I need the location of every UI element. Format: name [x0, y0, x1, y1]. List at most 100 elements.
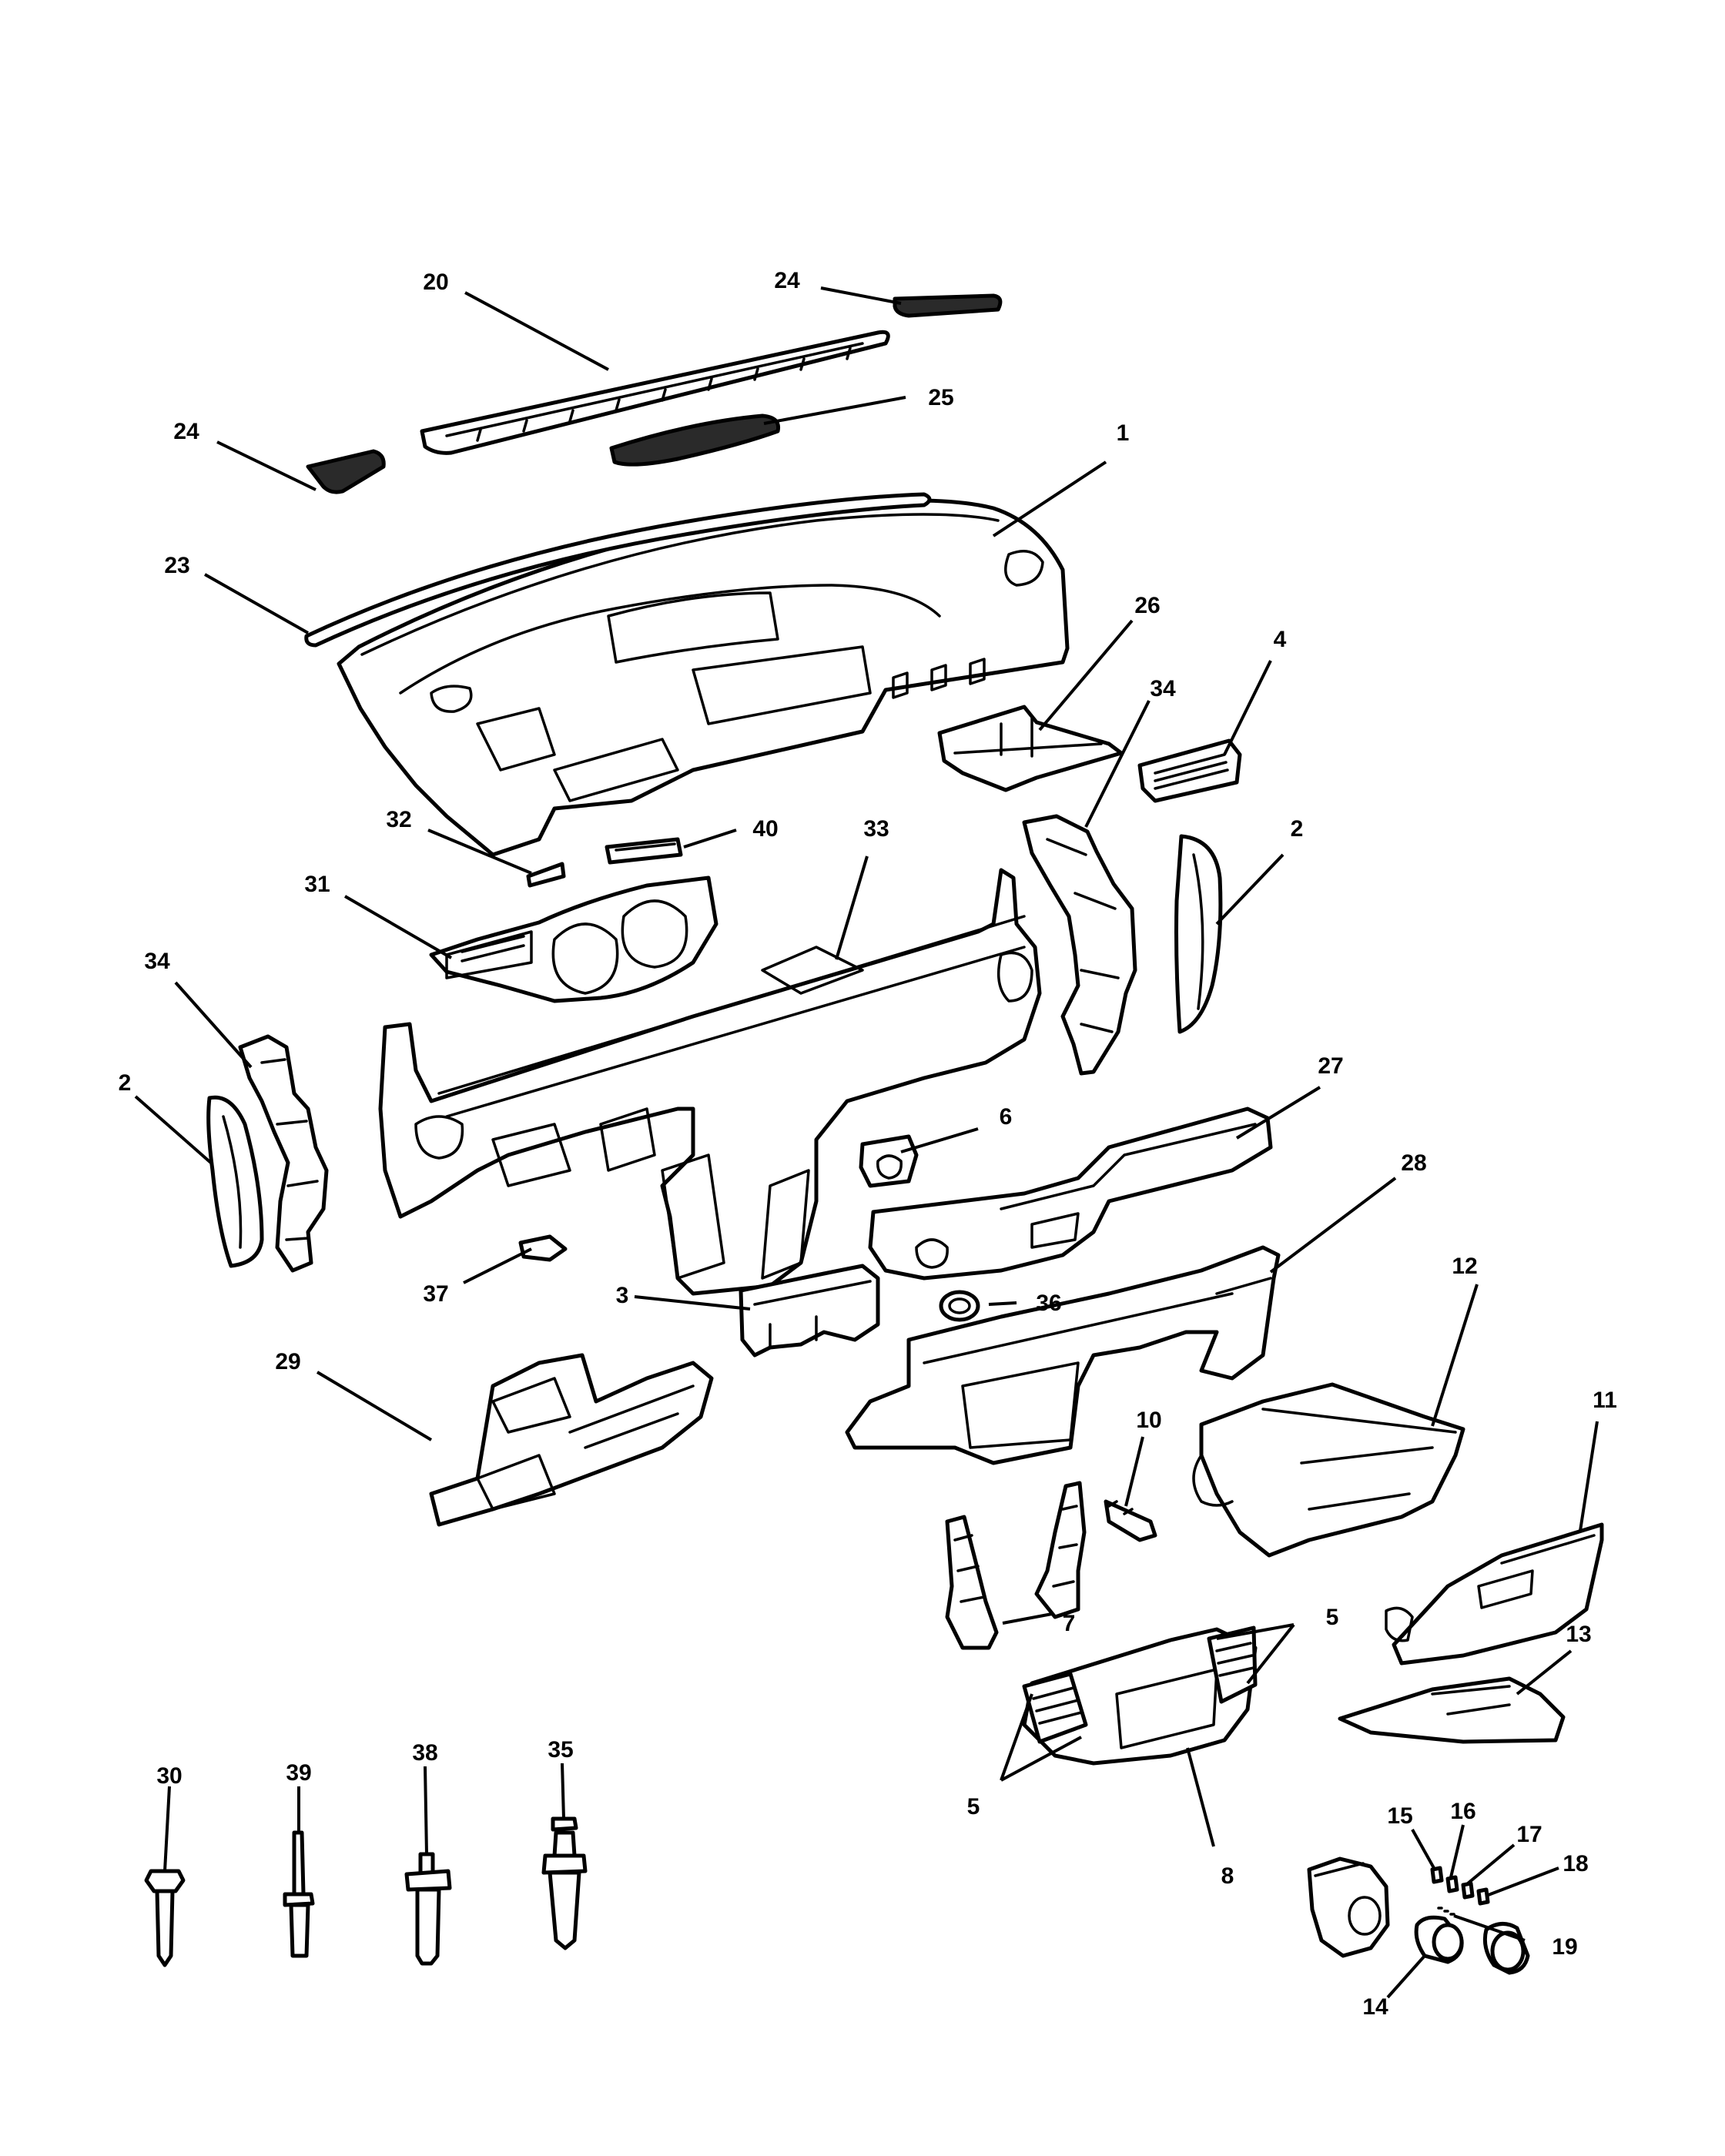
callout-13: 13	[1516, 1622, 1592, 1696]
part-side-cover-left	[206, 1095, 264, 1268]
callout-15: 15	[1387, 1803, 1435, 1869]
part-bracket-3	[739, 1264, 880, 1358]
svg-text:11: 11	[1593, 1388, 1617, 1413]
svg-text:38: 38	[412, 1740, 437, 1766]
svg-text:8: 8	[1221, 1863, 1234, 1889]
part-contact-16	[1445, 1875, 1459, 1893]
part-defroster-grille	[420, 330, 890, 455]
callout-28: 28	[1269, 1150, 1427, 1274]
part-outlet-cap	[1482, 1922, 1530, 1975]
part-harness-10	[1104, 1499, 1157, 1542]
svg-text:10: 10	[1136, 1408, 1161, 1433]
part-fastener-clip-35	[541, 1816, 588, 1950]
callout-3: 3	[616, 1283, 751, 1311]
part-fastener-pushpin-38	[404, 1852, 452, 1966]
callout-34-left: 34	[144, 949, 253, 1069]
callout-32: 32	[386, 807, 532, 875]
part-fastener-stud-39	[283, 1830, 315, 1958]
part-side-bracket-left	[238, 1034, 329, 1273]
callout-layer: 20 24 24 25 1 23 26 4	[119, 268, 1617, 2020]
svg-text:20: 20	[423, 270, 448, 295]
part-switch-housing	[1307, 1856, 1390, 1958]
svg-text:5: 5	[967, 1794, 980, 1820]
svg-text:36: 36	[1036, 1291, 1061, 1316]
part-fastener-bolt-30	[144, 1869, 186, 1967]
callout-2-left: 2	[119, 1070, 214, 1166]
svg-text:37: 37	[423, 1281, 448, 1307]
svg-text:12: 12	[1452, 1254, 1477, 1279]
part-cluster-bezel	[429, 875, 718, 1003]
svg-text:17: 17	[1516, 1822, 1542, 1847]
callout-14: 14	[1362, 1954, 1426, 2020]
callout-25: 25	[763, 385, 954, 425]
svg-text:34: 34	[1150, 676, 1176, 701]
part-cross-car-beam	[378, 868, 1042, 1296]
svg-text:31: 31	[304, 872, 330, 897]
svg-text:30: 30	[156, 1763, 182, 1789]
part-center-speaker-grille	[609, 413, 781, 467]
svg-text:1: 1	[1117, 420, 1130, 446]
callout-31: 31	[304, 872, 453, 959]
callout-24-top: 24	[774, 268, 902, 305]
part-bracket-7-right	[1034, 1481, 1087, 1619]
svg-text:14: 14	[1362, 1994, 1388, 2020]
part-floor-duct	[868, 1106, 1273, 1281]
part-panel-top-molding	[304, 492, 932, 648]
callout-40: 40	[683, 816, 779, 849]
svg-text:5: 5	[1326, 1605, 1339, 1630]
svg-text:28: 28	[1401, 1150, 1426, 1176]
callout-5-bottom: 5	[967, 1693, 1082, 1820]
callout-5-top: 5	[1216, 1605, 1339, 1685]
part-glove-box-lower-cover	[1338, 1676, 1566, 1744]
callout-30: 30	[156, 1763, 183, 1872]
part-speaker-grille-right	[893, 293, 1003, 318]
callout-24-left: 24	[173, 419, 317, 491]
svg-text:6: 6	[1000, 1104, 1013, 1130]
part-glove-box-bin	[1192, 1382, 1465, 1558]
part-side-bracket-right	[1022, 814, 1137, 1076]
svg-text:24: 24	[173, 419, 199, 444]
callout-6: 6	[900, 1104, 1013, 1153]
callout-36: 36	[988, 1291, 1062, 1316]
callout-26: 26	[1038, 593, 1161, 732]
part-spring-19	[1437, 1907, 1455, 1916]
part-power-outlet-14	[1414, 1915, 1464, 1964]
callout-10: 10	[1124, 1408, 1162, 1507]
svg-text:27: 27	[1318, 1053, 1343, 1079]
part-glove-box-door	[1385, 1522, 1604, 1666]
svg-text:16: 16	[1450, 1799, 1475, 1824]
callout-20: 20	[423, 270, 609, 371]
part-knee-bolster	[429, 1353, 714, 1527]
part-contact-18	[1476, 1887, 1490, 1906]
part-air-outlet-center-right	[1207, 1625, 1258, 1704]
svg-text:2: 2	[119, 1070, 132, 1096]
part-air-outlet-right	[1137, 738, 1242, 803]
svg-text:15: 15	[1387, 1803, 1412, 1829]
svg-text:39: 39	[286, 1760, 311, 1786]
part-air-outlet-center-left	[1022, 1672, 1088, 1744]
svg-text:7: 7	[1063, 1611, 1076, 1636]
callout-23: 23	[164, 553, 309, 634]
callout-12: 12	[1431, 1254, 1479, 1427]
svg-text:32: 32	[386, 807, 411, 832]
svg-text:24: 24	[774, 268, 800, 293]
callout-16: 16	[1449, 1799, 1476, 1878]
part-bracket-6	[859, 1134, 919, 1188]
part-contact-17	[1461, 1881, 1475, 1900]
callout-17: 17	[1466, 1822, 1542, 1885]
part-speaker-grille-left	[306, 449, 386, 494]
part-contact-15	[1430, 1866, 1444, 1884]
part-clip-32	[526, 862, 566, 888]
callout-8: 8	[1186, 1747, 1234, 1889]
svg-text:40: 40	[752, 816, 778, 842]
svg-text:3: 3	[616, 1283, 629, 1308]
svg-text:13: 13	[1566, 1622, 1591, 1647]
callout-4: 4	[1223, 627, 1287, 755]
svg-text:19: 19	[1552, 1934, 1577, 1960]
callout-19: 19	[1453, 1914, 1578, 1960]
callout-11: 11	[1579, 1388, 1617, 1532]
callout-37: 37	[423, 1247, 532, 1307]
callout-7: 7	[1002, 1611, 1076, 1636]
callout-27: 27	[1235, 1053, 1344, 1140]
